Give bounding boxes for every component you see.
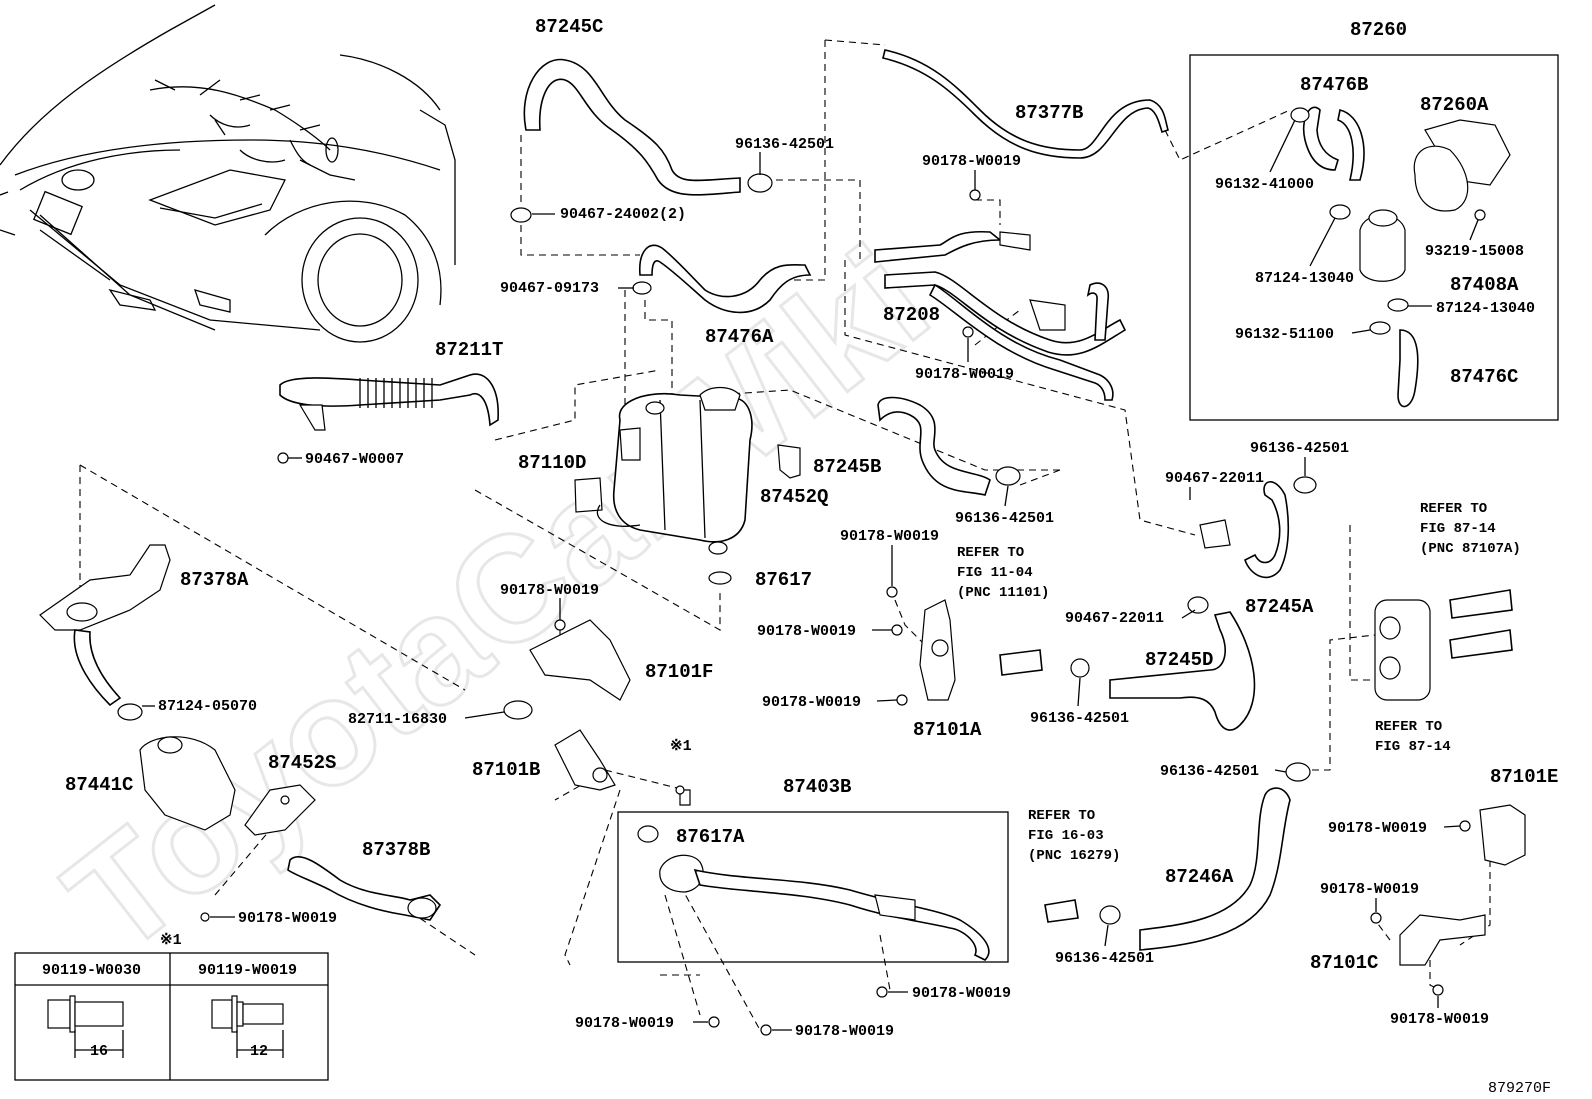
label-90178-W0019-l: 90178-W0019 xyxy=(795,1023,894,1040)
label-90178-W0019-e: 90178-W0019 xyxy=(757,623,856,640)
label-96136-42501-f: 96136-42501 xyxy=(1055,950,1154,967)
label-87245A: 87245A xyxy=(1245,596,1314,618)
label-87124-13040-b: 87124-13040 xyxy=(1436,300,1535,317)
label-90467-W0007: 90467-W0007 xyxy=(305,451,404,468)
label-87617A: 87617A xyxy=(676,826,745,848)
label-87476C: 87476C xyxy=(1450,366,1518,388)
note-fig-87-14-pnc: REFER TO FIG 87-14 (PNC 87107A) xyxy=(1420,501,1521,557)
part-number-labels: 87245C 87260 87476B 87260A 87377B 87208 … xyxy=(65,16,1558,974)
detail-box-87403B xyxy=(617,811,1009,963)
bolt-table-col2-dim: 12 xyxy=(250,1043,268,1060)
label-87211T: 87211T xyxy=(435,339,503,361)
label-90178-W0019-h: 90178-W0019 xyxy=(1320,881,1419,898)
label-96132-51100: 96132-51100 xyxy=(1235,326,1334,343)
hardware-part-labels: 96136-42501 90467-24002(2) 90467-09173 9… xyxy=(142,119,1535,1040)
note-fig-87-14: REFER TO FIG 87-14 xyxy=(1375,719,1451,755)
label-90467-24002: 90467-24002(2) xyxy=(560,206,686,223)
label-90178-W0019-j: 90178-W0019 xyxy=(912,985,1011,1002)
bolt-table-col2-part: 90119-W0019 xyxy=(198,962,297,979)
label-87378B: 87378B xyxy=(362,839,430,861)
label-87260: 87260 xyxy=(1350,19,1407,41)
label-93219-15008: 93219-15008 xyxy=(1425,243,1524,260)
label-87403B: 87403B xyxy=(783,776,851,798)
label-87476A: 87476A xyxy=(705,326,774,348)
label-90467-09173: 90467-09173 xyxy=(500,280,599,297)
label-87245B: 87245B xyxy=(813,456,881,478)
label-87377B: 87377B xyxy=(1015,102,1083,124)
label-82711-16830: 82711-16830 xyxy=(348,711,447,728)
label-90178-W0019-a: 90178-W0019 xyxy=(922,153,1021,170)
bolt-reference-table: ※1 90119-W0030 90119-W0019 16 12 xyxy=(14,932,329,1081)
label-87101C: 87101C xyxy=(1310,952,1378,974)
label-87441C: 87441C xyxy=(65,774,133,796)
label-87408A: 87408A xyxy=(1450,274,1519,296)
reference-notes: REFER TO FIG 11-04 (PNC 11101) REFER TO … xyxy=(957,501,1521,864)
label-87101F: 87101F xyxy=(645,661,713,683)
label-87208: 87208 xyxy=(883,304,940,326)
label-90178-W0019-i: 90178-W0019 xyxy=(238,910,337,927)
label-96136-42501-top: 96136-42501 xyxy=(735,136,834,153)
bolt-table-col1-dim: 16 xyxy=(90,1043,108,1060)
label-96136-42501-c: 96136-42501 xyxy=(1250,440,1349,457)
label-87101A: 87101A xyxy=(913,719,982,741)
vehicle-front-illustration xyxy=(0,4,456,343)
label-90178-W0019-k: 90178-W0019 xyxy=(575,1015,674,1032)
bolt-table-title: ※1 xyxy=(160,932,182,949)
label-87476B: 87476B xyxy=(1300,74,1368,96)
label-90178-W0019-c: 90178-W0019 xyxy=(840,528,939,545)
label-87378A: 87378A xyxy=(180,569,249,591)
label-87245D: 87245D xyxy=(1145,649,1213,671)
label-87101E: 87101E xyxy=(1490,766,1558,788)
label-90467-22011-b: 90467-22011 xyxy=(1065,610,1164,627)
label-90178-W0019-d: 90178-W0019 xyxy=(500,582,599,599)
component-drawings xyxy=(39,49,1559,1036)
label-87617: 87617 xyxy=(755,569,812,591)
label-87110D: 87110D xyxy=(518,452,586,474)
label-96136-42501-b: 96136-42501 xyxy=(955,510,1054,527)
label-90467-22011-a: 90467-22011 xyxy=(1165,470,1264,487)
label-87260A: 87260A xyxy=(1420,94,1489,116)
label-87101B: 87101B xyxy=(472,759,540,781)
label-87124-13040-a: 87124-13040 xyxy=(1255,270,1354,287)
ref-mark-1: ※1 xyxy=(670,738,692,755)
label-87452Q: 87452Q xyxy=(760,486,828,508)
label-96132-41000: 96132-41000 xyxy=(1215,176,1314,193)
label-90178-W0019-m: 90178-W0019 xyxy=(1390,1011,1489,1028)
detail-box-87260 xyxy=(1189,54,1559,421)
label-90178-W0019-g: 90178-W0019 xyxy=(1328,820,1427,837)
label-87452S: 87452S xyxy=(268,752,336,774)
watermark: ToyotaCarWiki xyxy=(36,214,957,985)
label-90178-W0019-b: 90178-W0019 xyxy=(915,366,1014,383)
label-87245C: 87245C xyxy=(535,16,603,38)
figure-id: 879270F xyxy=(1488,1080,1551,1097)
label-87246A: 87246A xyxy=(1165,866,1234,888)
label-87124-05070: 87124-05070 xyxy=(158,698,257,715)
label-96136-42501-e: 96136-42501 xyxy=(1160,763,1259,780)
bolt-icon-2 xyxy=(211,995,284,1058)
note-fig-11-04: REFER TO FIG 11-04 (PNC 11101) xyxy=(957,545,1049,601)
bolt-table-col1-part: 90119-W0030 xyxy=(42,962,141,979)
note-fig-16-03: REFER TO FIG 16-03 (PNC 16279) xyxy=(1028,808,1120,864)
label-90178-W0019-f: 90178-W0019 xyxy=(762,694,861,711)
bolt-icon-1 xyxy=(47,995,124,1058)
label-96136-42501-d: 96136-42501 xyxy=(1030,710,1129,727)
